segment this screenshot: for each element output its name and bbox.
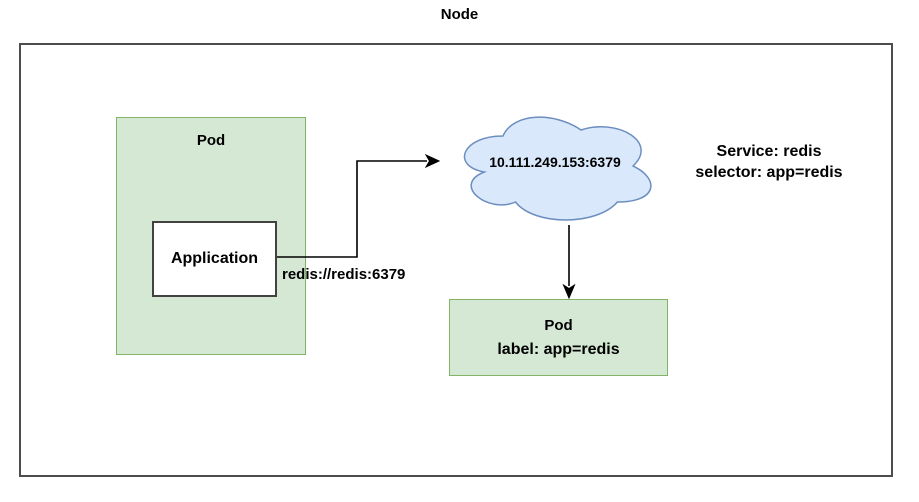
service-endpoint-label: 10.111.249.153:6379 xyxy=(489,154,621,170)
service-name-line: Service: redis xyxy=(716,143,822,160)
pod-box-redis: Pod label: app=redis xyxy=(449,299,668,376)
connection-label: redis://redis:6379 xyxy=(282,266,406,283)
node-title: Node xyxy=(440,6,479,23)
pod-label: Pod xyxy=(196,132,226,149)
pod-selector-label: label: app=redis xyxy=(497,340,620,358)
application-box: Application xyxy=(152,221,277,297)
pod-label: Pod xyxy=(544,316,573,334)
application-label: Application xyxy=(170,250,259,267)
service-selector-line: selector: app=redis xyxy=(695,164,843,181)
service-info-label: Service: redis selector: app=redis xyxy=(664,141,874,183)
